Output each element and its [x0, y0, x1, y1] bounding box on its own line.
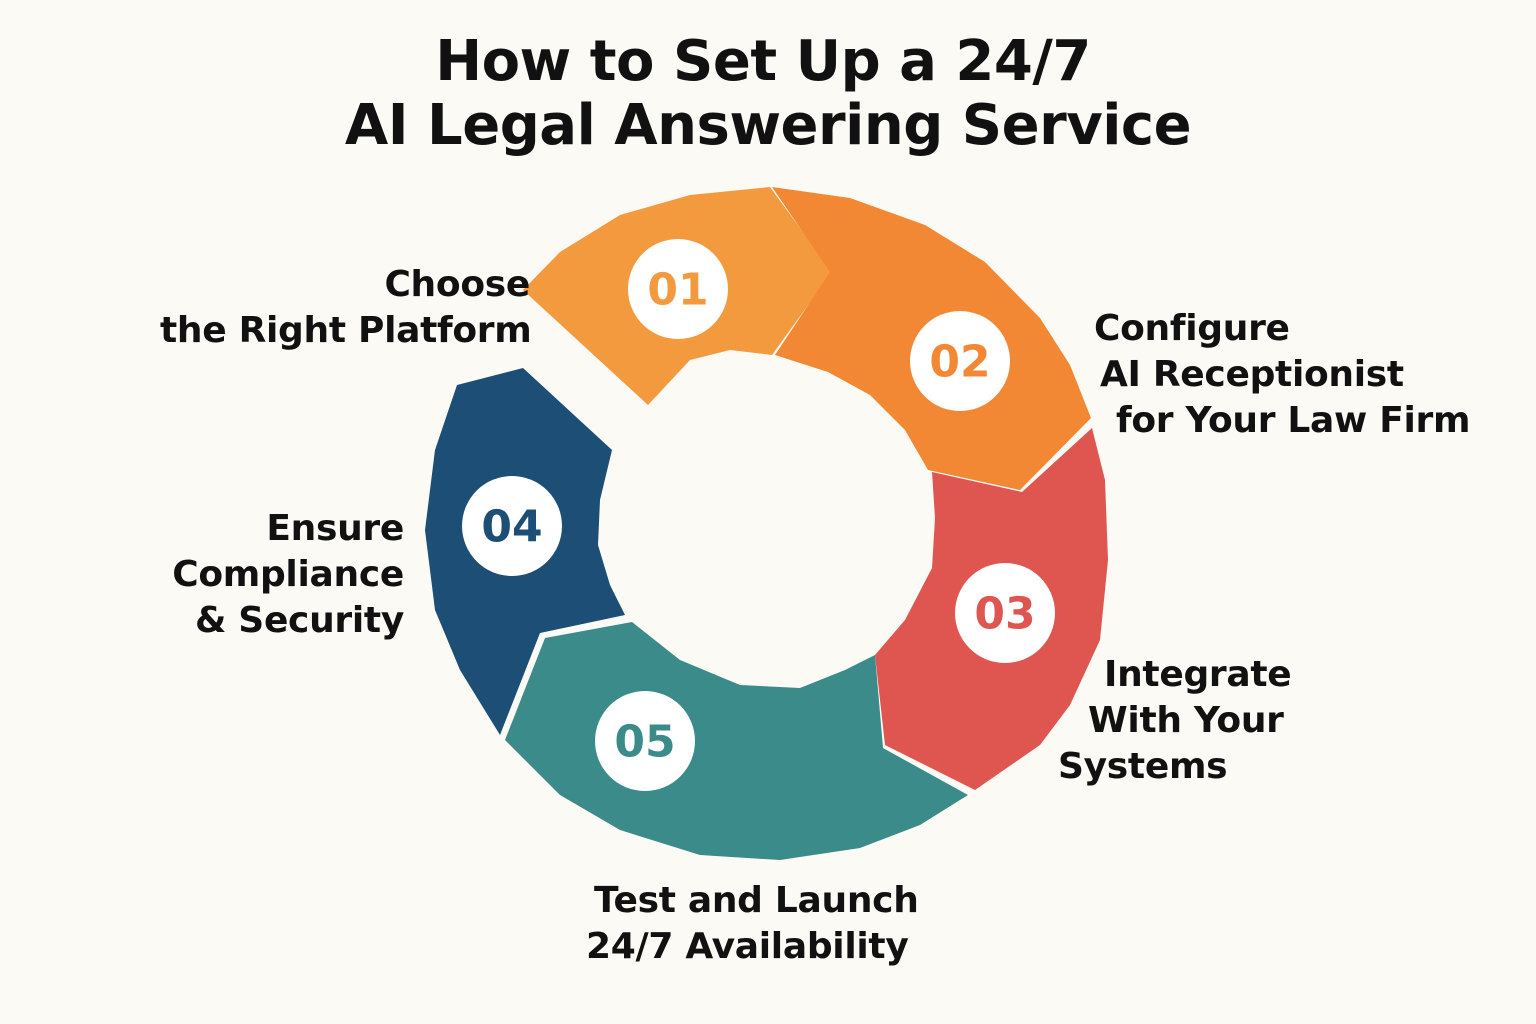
step-2-label-line: Configure	[1094, 308, 1290, 349]
step-5-number: 05	[614, 717, 675, 768]
title-line-1: How to Set Up a 24/7	[435, 29, 1091, 94]
step-1-number: 01	[647, 265, 708, 316]
step-5-label: Test and Launch 24/7 Availability	[570, 878, 950, 970]
step-4-label: Ensure Compliance & Security	[150, 506, 404, 644]
step-5-segment	[505, 622, 968, 860]
step-3-label: Integrate With Your Systems	[1058, 652, 1318, 790]
step-3-label-line: With Your	[1088, 700, 1284, 741]
page-title: How to Set Up a 24/7 AI Legal Answering …	[0, 30, 1536, 158]
step-4-label-line: Ensure	[266, 508, 404, 549]
step-3-number: 03	[974, 589, 1035, 640]
step-2-label-line: AI Receptionist	[1100, 354, 1404, 395]
step-4-label-line: Compliance	[172, 554, 404, 595]
step-2-badge	[910, 311, 1010, 411]
step-2-label-line: for Your Law Firm	[1116, 400, 1471, 441]
step-1-label-line: Choose	[384, 264, 530, 305]
step-1-label-line: the Right Platform	[160, 310, 532, 351]
step-3-label-line: Systems	[1058, 746, 1228, 787]
step-4-label-line: & Security	[194, 600, 404, 641]
step-2-label: Configure AI Receptionist for Your Law F…	[1088, 306, 1471, 444]
step-4-badge	[462, 476, 562, 576]
step-5-label-line: 24/7 Availability	[586, 926, 909, 967]
step-5-badge	[595, 691, 695, 791]
step-4-number: 04	[481, 502, 542, 553]
step-2-number: 02	[929, 337, 990, 388]
step-5-label-line: Test and Launch	[594, 880, 919, 921]
step-1-label: Choose the Right Platform	[160, 262, 532, 354]
step-1-badge	[628, 239, 728, 339]
step-3-label-line: Integrate	[1104, 654, 1292, 695]
title-line-2: AI Legal Answering Service	[344, 93, 1192, 158]
step-3-badge	[955, 563, 1055, 663]
